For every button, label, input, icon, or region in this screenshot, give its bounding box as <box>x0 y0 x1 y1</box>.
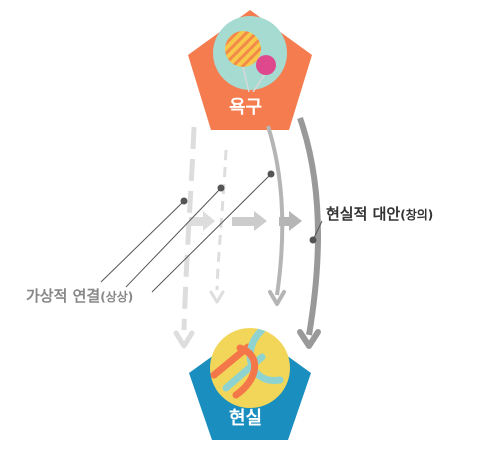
real-alternative-main: 현실적 대안 <box>326 205 401 223</box>
real-alternative-arrow-head <box>297 329 321 349</box>
virtual-connection-arrows <box>173 126 228 349</box>
reality-node <box>189 328 311 440</box>
real-alternative-arrow <box>297 117 322 336</box>
real-alternative-label: 현실적 대안(창의) <box>326 203 433 224</box>
virtual-connection-main: 가상적 연결 <box>26 287 101 305</box>
real-alternative-paren: (창의) <box>400 208 434 222</box>
dashed-arrow-left <box>181 126 197 331</box>
dashed-arrow-middle-head <box>209 290 225 304</box>
reality-label: 현실 <box>229 408 263 429</box>
desire-label: 욕구 <box>229 97 263 118</box>
leader-dots <box>180 170 317 244</box>
dashed-arrow-left-head <box>173 330 195 349</box>
dashed-arrow-middle <box>215 149 228 291</box>
balloon-icon <box>225 31 276 93</box>
curved-arrow-middle-head <box>268 290 286 306</box>
curved-arrow-middle <box>266 125 285 296</box>
leader-lines <box>100 173 323 293</box>
virtual-connection-paren: (상상) <box>100 290 134 304</box>
solid-arrows <box>266 117 322 349</box>
virtual-connection-label: 가상적 연결(상상) <box>26 285 133 306</box>
chain-link-icon <box>210 328 284 399</box>
desire-node <box>188 10 312 130</box>
progress-arrows <box>189 211 302 231</box>
